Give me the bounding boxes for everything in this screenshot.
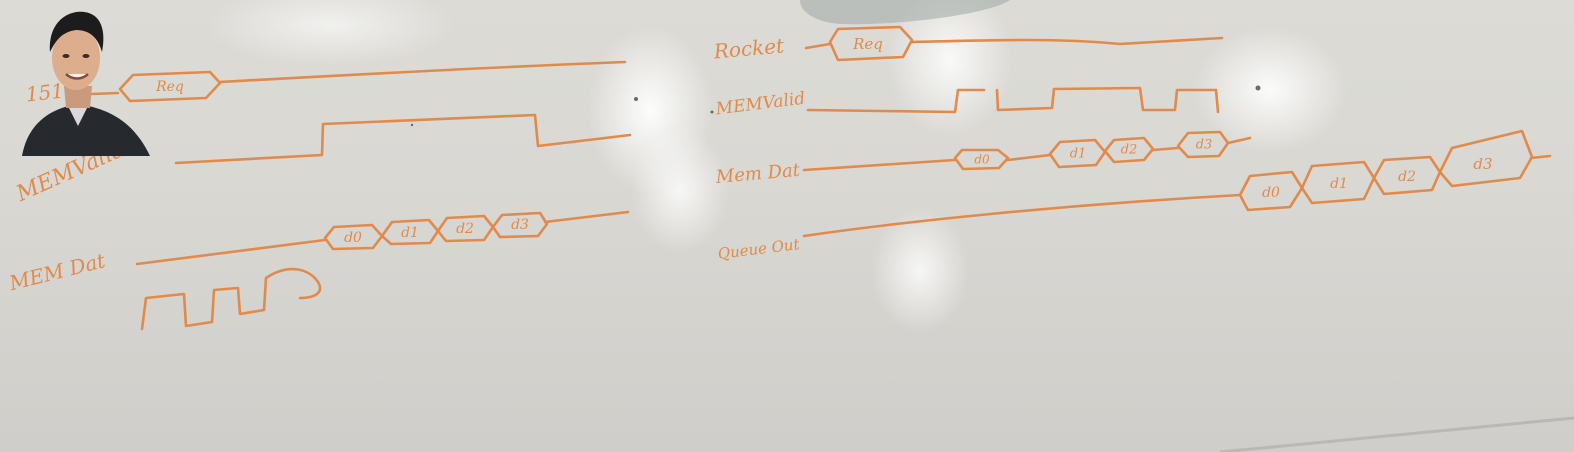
right-mem-label-0: d0: [974, 153, 990, 167]
right-queue-label-3: d3: [1473, 155, 1492, 173]
right-mem-cell-2: [1103, 136, 1155, 164]
webcam-presenter-icon: [22, 11, 150, 156]
board-smudge: [800, 0, 1010, 25]
right-label-memvalid: MEMValid: [714, 89, 807, 120]
board-mark: [1255, 85, 1261, 91]
right-req-cell: [828, 25, 914, 62]
right-queueout-wave: [802, 154, 1552, 238]
right-label-memdat: Mem Dat: [714, 160, 802, 188]
board-mark: [410, 123, 414, 127]
left-data-label-0: d0: [344, 230, 362, 246]
right-mem-label-3: d3: [1196, 138, 1213, 153]
right-label-rocket: Rocket: [712, 33, 786, 63]
left-data-label-1: d1: [401, 225, 419, 241]
left-memvalid-wave: [174, 113, 632, 165]
left-clock-wave: [140, 267, 322, 331]
right-queue-label-0: d0: [1262, 185, 1280, 201]
right-rocket-wave: [804, 36, 1224, 50]
left-label-row1: 151: [25, 79, 65, 107]
left-row1-wave: [90, 60, 627, 96]
right-queue-label-1: d1: [1330, 176, 1348, 192]
right-queue-cell-3: [1438, 129, 1534, 188]
right-mem-cell-0: [953, 148, 1010, 171]
left-req-label: Req: [155, 79, 184, 95]
right-mem-label-2: d2: [1121, 143, 1138, 158]
right-memvalid-wave: [806, 86, 1220, 114]
right-memdat-wave: [802, 136, 1252, 172]
left-label-memdat: MEM Dat: [6, 248, 109, 295]
right-mem-cell-3: [1176, 130, 1230, 159]
right-queue-label-2: d2: [1398, 169, 1416, 185]
left-req-cell: [118, 70, 222, 103]
left-memdat-wave: [135, 210, 630, 266]
right-req-label: Req: [852, 35, 883, 53]
board-mark: [634, 97, 638, 101]
right-mem-label-1: d1: [1070, 147, 1087, 162]
right-label-queueout: Queue Out: [717, 235, 802, 263]
left-data-cell-3: [491, 211, 549, 239]
left-data-label-2: d2: [456, 221, 474, 237]
board-mark: [710, 110, 714, 114]
board-edge: [1219, 416, 1574, 452]
left-data-label-3: d3: [511, 217, 529, 233]
